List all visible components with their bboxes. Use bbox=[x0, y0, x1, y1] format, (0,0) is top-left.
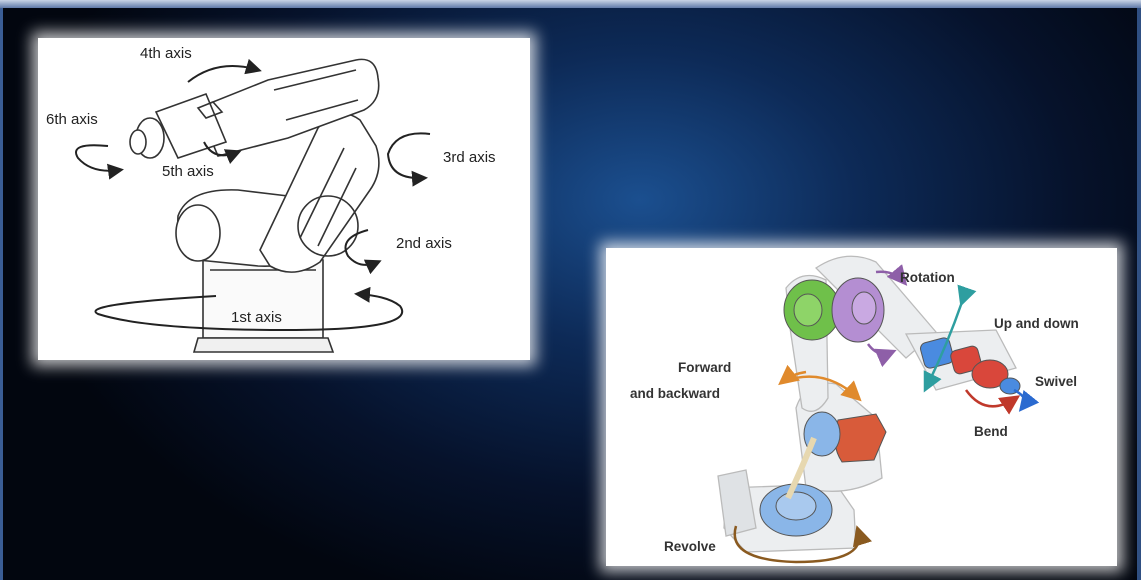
label-3rd-axis: 3rd axis bbox=[443, 149, 496, 166]
axis4-arrow bbox=[188, 66, 258, 82]
axis-diagram-panel: 4th axis 6th axis 5th axis 3rd axis 2nd … bbox=[38, 38, 530, 360]
top-border bbox=[0, 0, 1141, 8]
label-5th-axis: 5th axis bbox=[162, 163, 214, 180]
right-border bbox=[1137, 8, 1141, 580]
motion-diagram: Rotation Up and down Forward and backwar… bbox=[606, 248, 1117, 566]
axis2-arrow bbox=[346, 230, 379, 265]
left-border bbox=[0, 8, 3, 580]
axis3-arrow bbox=[388, 133, 430, 178]
label-4th-axis: 4th axis bbox=[140, 45, 192, 62]
label-swivel: Swivel bbox=[1035, 374, 1077, 389]
label-forward: Forward bbox=[678, 360, 731, 375]
label-6th-axis: 6th axis bbox=[46, 111, 98, 128]
label-2nd-axis: 2nd axis bbox=[396, 235, 452, 252]
label-bend: Bend bbox=[974, 424, 1008, 439]
label-rotation: Rotation bbox=[900, 270, 955, 285]
motion-diagram-panel: Rotation Up and down Forward and backwar… bbox=[606, 248, 1117, 566]
rotation-arrow-lower bbox=[868, 344, 892, 354]
label-up-and-down: Up and down bbox=[994, 316, 1079, 331]
label-and-backward: and backward bbox=[630, 386, 720, 401]
label-1st-axis: 1st axis bbox=[231, 309, 282, 326]
axis-diagram: 4th axis 6th axis 5th axis 3rd axis 2nd … bbox=[38, 38, 530, 360]
label-revolve: Revolve bbox=[664, 539, 716, 554]
axis6-arrow bbox=[76, 145, 120, 171]
